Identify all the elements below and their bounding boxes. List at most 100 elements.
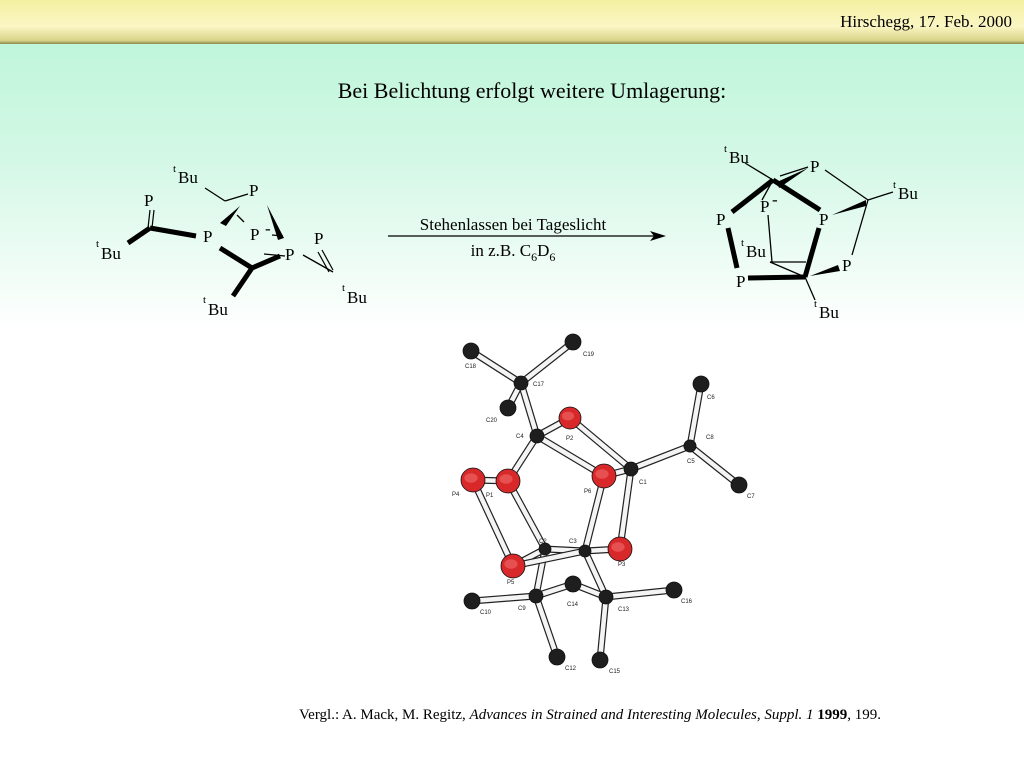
atom-label-p: P	[819, 210, 828, 229]
tbu-label: Bu	[729, 148, 749, 167]
svg-text:t: t	[342, 282, 345, 294]
atom-c14	[564, 575, 582, 593]
atom-label-p6: P6	[584, 489, 592, 495]
ortep-bond	[686, 380, 705, 450]
ortep-bond	[581, 547, 610, 601]
atom-c7	[730, 476, 748, 494]
ortep-bond	[602, 586, 678, 601]
atom-c4	[529, 428, 545, 444]
atom-label-p4: P4	[452, 492, 460, 498]
atom-c6	[692, 375, 710, 393]
reaction-arrow	[388, 231, 666, 241]
reactant-labels: P P P P - P P t Bu t Bu t Bu t Bu	[96, 163, 367, 319]
svg-text:t: t	[893, 179, 896, 191]
atom-label-c5: C5	[687, 459, 695, 465]
ortep-bond	[596, 593, 610, 664]
atom-c10	[463, 592, 481, 610]
atom-label-c12: C12	[565, 666, 577, 672]
atom-label-c17: C17	[533, 382, 545, 388]
atom-label-c10: C10	[480, 610, 492, 616]
atom-label-c7: C7	[747, 494, 755, 500]
header-date: Hirschegg, 17. Feb. 2000	[840, 12, 1012, 31]
atom-label-p5: P5	[507, 580, 515, 586]
ortep-bond	[616, 465, 635, 553]
atom-label-c18: C18	[465, 364, 477, 370]
atom-c5	[683, 439, 697, 453]
atom-label-p: P	[314, 229, 323, 248]
atom-label-c14: C14	[567, 602, 579, 608]
atom-label-c8: C8	[706, 435, 714, 441]
atom-c20	[499, 399, 517, 417]
atom-label-c20: C20	[486, 418, 498, 424]
ortep-bond	[517, 338, 577, 387]
literature-reference: Vergl.: A. Mack, M. Regitz, Advances in …	[299, 707, 882, 723]
atom-label-c16: C16	[681, 599, 693, 605]
atom-label-p2: P2	[566, 436, 574, 442]
svg-text:t: t	[173, 163, 176, 175]
atom-label-p: P	[249, 181, 258, 200]
atom-label-c19: C19	[583, 352, 595, 358]
ortep-bond	[469, 476, 517, 570]
atom-c17	[513, 375, 529, 391]
atom-label-p: P	[144, 191, 153, 210]
tbu-label: Bu	[746, 242, 766, 261]
svg-text:t: t	[724, 143, 727, 155]
charge-minus: -	[772, 190, 778, 209]
svg-text:t: t	[741, 237, 744, 249]
atom-label-c2: C2	[539, 539, 547, 545]
atom-label-p: P	[250, 225, 259, 244]
reaction-condition-line2: in z.B. C6D6	[471, 241, 556, 264]
atom-c13	[598, 589, 614, 605]
product-labels: P P - P P P P t Bu t Bu t Bu t Bu	[716, 143, 918, 322]
atom-label-p: P	[760, 197, 769, 216]
tbu-label: Bu	[208, 300, 228, 319]
atom-label-c3: C3	[569, 539, 577, 545]
charge-minus: -	[265, 219, 271, 238]
product-structure	[725, 162, 894, 301]
ortep-bond	[517, 379, 541, 440]
ortep-bond	[467, 347, 525, 387]
atom-label-p: P	[716, 210, 725, 229]
atom-label-c13: C13	[618, 607, 630, 613]
slide-title: Bei Belichtung erfolgt weitere Umlagerun…	[337, 78, 727, 103]
ortep-bond	[581, 472, 608, 555]
ortep-bond	[533, 432, 608, 480]
reaction-condition-line1: Stehenlassen bei Tageslicht	[420, 215, 607, 234]
atom-label-p: P	[842, 256, 851, 275]
atom-label-c1: C1	[639, 480, 647, 486]
tbu-label: Bu	[347, 288, 367, 307]
tbu-label: Bu	[101, 244, 121, 263]
atom-label-c15: C15	[609, 669, 621, 675]
atom-c15	[591, 651, 609, 669]
atom-label-p3: P3	[618, 562, 626, 568]
atom-label-p1: P1	[486, 493, 494, 499]
tbu-label: Bu	[898, 184, 918, 203]
atom-label-p: P	[203, 227, 212, 246]
ortep-bond	[566, 414, 635, 473]
atom-label-p: P	[285, 245, 294, 264]
ortep-bond	[627, 442, 694, 473]
atom-c18	[462, 342, 480, 360]
atom-c12	[548, 648, 566, 666]
ortep-bond	[468, 592, 540, 605]
atom-c16	[665, 581, 683, 599]
atom-c19	[564, 333, 582, 351]
svg-text:t: t	[96, 238, 99, 250]
reactant-structure	[126, 187, 334, 298]
ortep-bond	[532, 592, 561, 661]
atom-label-p: P	[810, 157, 819, 176]
tbu-label: Bu	[178, 168, 198, 187]
svg-text:t: t	[203, 294, 206, 306]
atom-label-c6: C6	[707, 395, 715, 401]
atom-label-c4: C4	[516, 434, 524, 440]
tbu-label: Bu	[819, 303, 839, 322]
atom-c3	[578, 544, 592, 558]
atom-label-p: P	[736, 272, 745, 291]
ortep-bond	[686, 442, 743, 489]
atom-c2	[538, 542, 552, 556]
atom-c9	[528, 588, 544, 604]
ortep-bond	[504, 477, 549, 553]
atom-c1	[623, 461, 639, 477]
